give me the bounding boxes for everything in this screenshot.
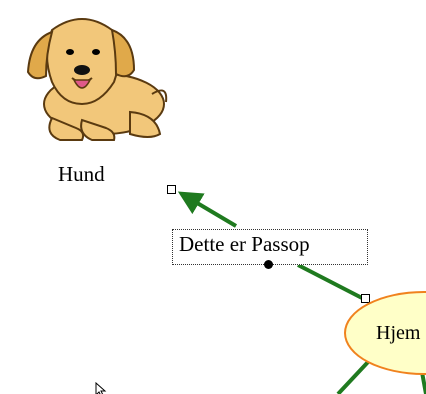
- selection-handle-top[interactable]: [167, 185, 176, 194]
- arrow-pointer-icon: [95, 382, 107, 394]
- dog-node-label[interactable]: Hund: [58, 162, 105, 186]
- connector-lower[interactable]: [336, 360, 370, 394]
- connector-to-dog[interactable]: [177, 191, 238, 228]
- connector-lower-right[interactable]: [420, 371, 426, 394]
- link-label[interactable]: Dette er Passop: [179, 232, 310, 256]
- concept-node-label[interactable]: Hjem: [376, 322, 421, 344]
- selection-handle-bottom[interactable]: [361, 294, 370, 303]
- dog-icon[interactable]: [12, 8, 172, 144]
- connector-to-link-label[interactable]: [297, 263, 363, 300]
- connector-control-point[interactable]: [264, 260, 273, 269]
